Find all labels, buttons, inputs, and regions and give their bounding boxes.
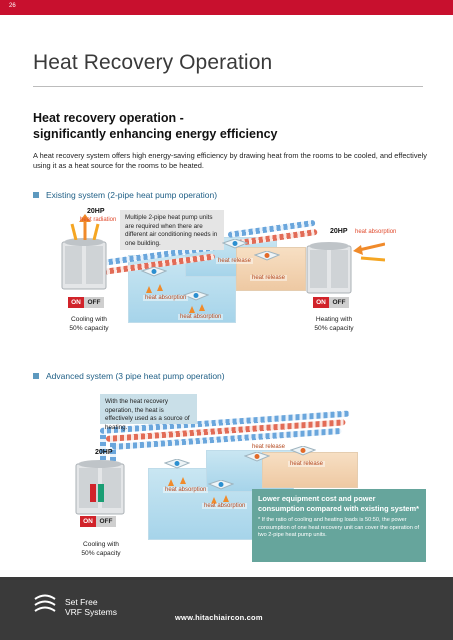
indoor-unit-icon xyxy=(254,251,280,261)
heat-flow-arrow-icon xyxy=(180,477,186,484)
advanced-system-note: With the heat recovery operation, the he… xyxy=(100,394,197,431)
unit-caption: Cooling with 50% capacity xyxy=(72,540,130,558)
heat-release-label: heat release xyxy=(216,258,254,264)
on-indicator: ON xyxy=(80,516,96,527)
heat-release-label: heat release xyxy=(288,461,326,467)
indoor-unit-icon xyxy=(290,446,316,456)
indoor-unit-icon xyxy=(222,239,248,249)
heat-radiation-label: heat radiation xyxy=(80,217,117,223)
heat-release-label: heat release xyxy=(250,275,288,281)
benefit-callout-note: * If the ratio of cooling and heating lo… xyxy=(258,517,420,539)
heat-radiation-arrows-icon xyxy=(70,214,100,240)
set-free-logo-icon xyxy=(34,594,56,612)
heat-flow-arrow-icon xyxy=(211,497,217,504)
existing-system-note: Multiple 2-pipe heat pump units are requ… xyxy=(120,210,224,250)
caption-line-2: 50% capacity xyxy=(314,325,354,332)
unit-status-switch: ON OFF xyxy=(80,516,116,527)
existing-system-heading-text: Existing system (2-pipe heat pump operat… xyxy=(46,190,218,200)
off-indicator: OFF xyxy=(84,297,104,308)
on-indicator: ON xyxy=(68,297,84,308)
heat-absorption-label: heat absorption xyxy=(202,503,248,509)
benefit-callout: Lower equipment cost and power consumpti… xyxy=(252,489,426,562)
right-unit-capacity: 20HP xyxy=(330,228,348,235)
brand-name: Set Free VRF Systems xyxy=(65,597,117,617)
heat-flow-arrow-icon xyxy=(157,284,163,291)
top-accent-bar: 26 xyxy=(0,0,453,15)
existing-system-heading: Existing system (2-pipe heat pump operat… xyxy=(33,190,217,200)
outdoor-unit-icon xyxy=(61,238,107,290)
indoor-unit-icon xyxy=(164,459,190,469)
on-indicator: ON xyxy=(313,297,329,308)
page-number: 26 xyxy=(9,3,16,9)
heat-absorption-label: heat absorption xyxy=(163,487,209,493)
page-footer xyxy=(0,577,453,640)
website-url: www.hitachiaircon.com xyxy=(175,613,263,622)
heat-flow-arrow-icon xyxy=(146,286,152,293)
left-unit-caption: Cooling with 50% capacity xyxy=(62,315,116,333)
subheading: Heat recovery operation - significantly … xyxy=(33,110,278,142)
title-divider xyxy=(33,86,423,87)
indoor-unit-icon xyxy=(141,267,167,277)
heat-flow-arrow-icon xyxy=(189,306,195,313)
caption-line-1: Cooling with xyxy=(83,541,119,548)
left-unit-status-switch: ON OFF xyxy=(68,297,104,308)
heat-absorption-label: heat absorption xyxy=(143,295,189,301)
heat-release-label: heat release xyxy=(250,444,288,450)
benefit-callout-title: Lower equipment cost and power consumpti… xyxy=(258,494,419,513)
brand-line-1: Set Free xyxy=(65,597,98,607)
indoor-unit-icon xyxy=(208,480,234,490)
heat-absorption-label: heat absorption xyxy=(178,314,224,320)
off-indicator: OFF xyxy=(329,297,349,308)
heat-flow-arrow-icon xyxy=(168,479,174,486)
unit-capacity: 20HP xyxy=(95,449,113,456)
caption-line-2: 50% capacity xyxy=(69,325,109,332)
bullet-square-icon xyxy=(33,373,39,379)
off-indicator: OFF xyxy=(96,516,116,527)
right-unit-status-switch: ON OFF xyxy=(313,297,349,308)
right-unit-caption: Heating with 50% capacity xyxy=(306,315,362,333)
caption-line-2: 50% capacity xyxy=(81,550,121,557)
outdoor-unit-icon xyxy=(306,242,352,294)
heat-absorption-label: heat absorption xyxy=(355,229,397,235)
caption-line-1: Cooling with xyxy=(71,316,107,323)
left-unit-capacity: 20HP xyxy=(87,208,105,215)
caption-line-1: Heating with xyxy=(315,316,353,323)
heat-flow-arrow-icon xyxy=(199,304,205,311)
brand-line-2: VRF Systems xyxy=(65,607,117,617)
advanced-system-heading: Advanced system (3 pipe heat pump operat… xyxy=(33,371,225,381)
heat-recovery-outdoor-unit-icon xyxy=(75,460,125,515)
bullet-square-icon xyxy=(33,192,39,198)
subheading-line-2: significantly enhancing energy efficienc… xyxy=(33,127,278,141)
heat-flow-arrow-icon xyxy=(223,495,229,502)
indoor-unit-icon xyxy=(244,452,270,462)
intro-paragraph: A heat recovery system offers high energ… xyxy=(33,151,427,170)
heat-absorption-arrows-icon xyxy=(353,242,385,262)
refrigerant-pipe xyxy=(100,428,106,486)
advanced-system-heading-text: Advanced system (3 pipe heat pump operat… xyxy=(46,371,225,381)
indoor-unit-icon xyxy=(183,291,209,301)
subheading-line-1: Heat recovery operation - xyxy=(33,111,184,125)
page-title: Heat Recovery Operation xyxy=(33,51,273,74)
